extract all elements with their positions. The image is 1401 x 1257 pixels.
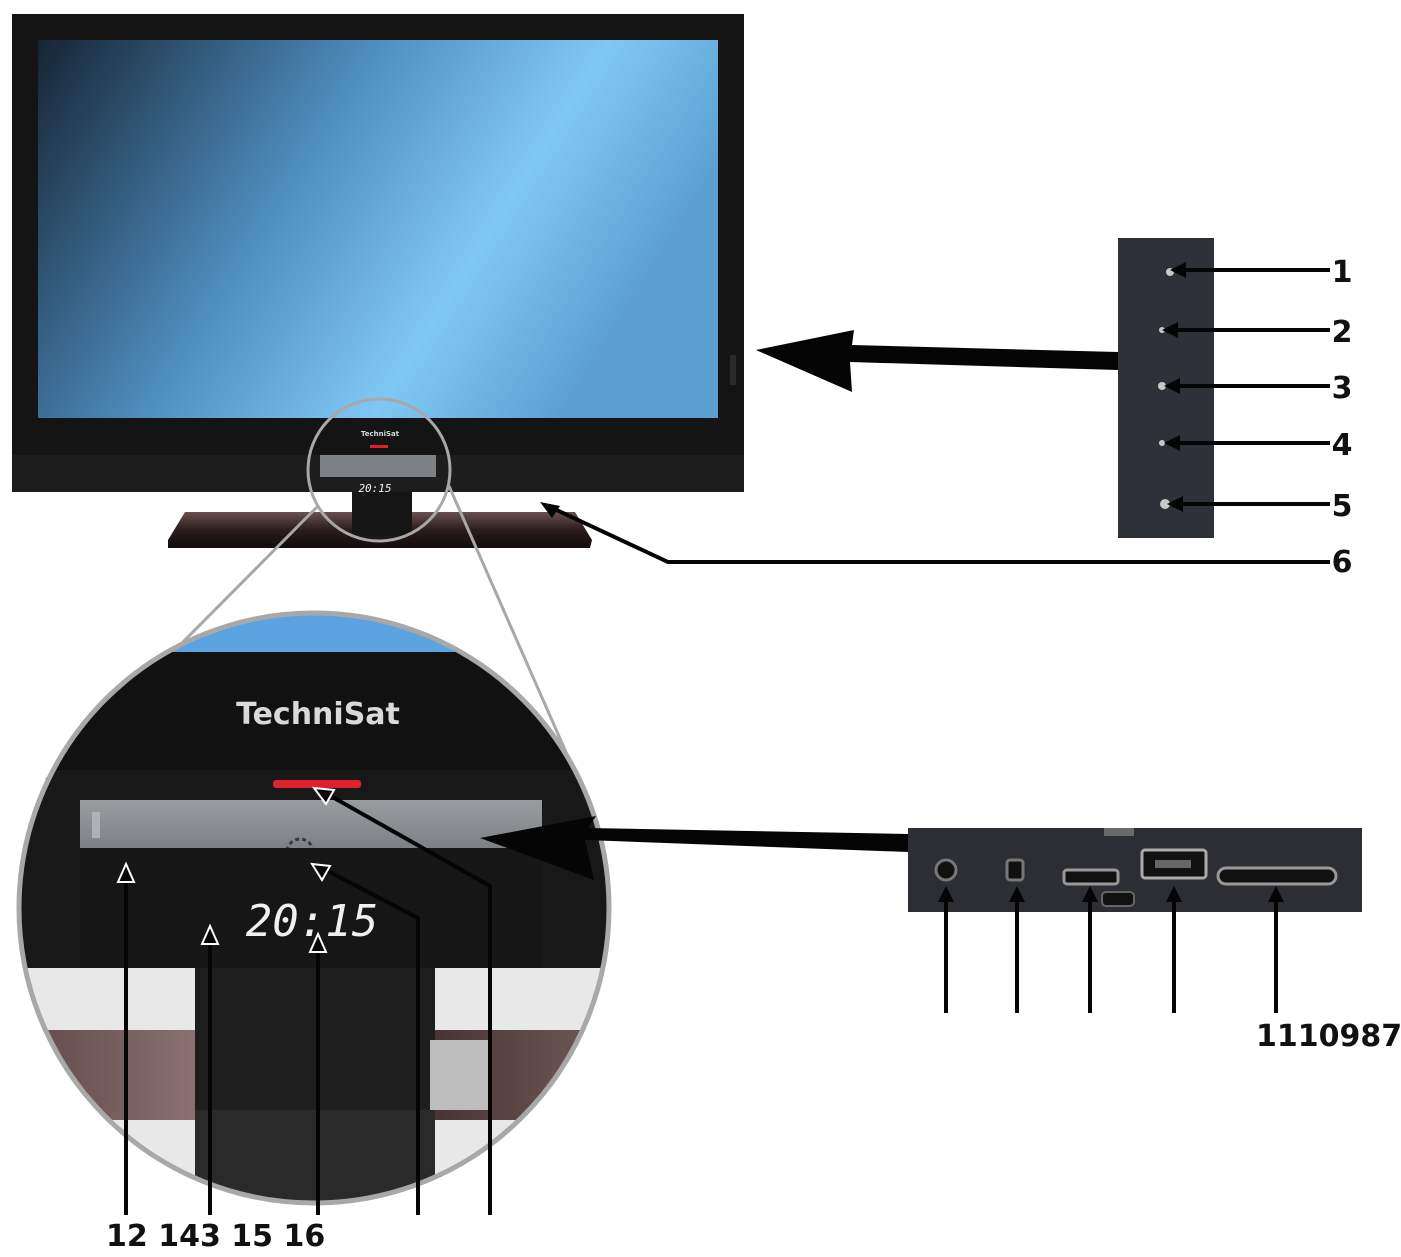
tv-screen bbox=[38, 40, 718, 418]
stand-neck bbox=[352, 488, 412, 536]
callout-2: 2 bbox=[1332, 315, 1353, 350]
zoom-clock: 20:15 bbox=[246, 896, 378, 947]
port-panel bbox=[908, 828, 1362, 912]
port-headphone bbox=[936, 860, 956, 880]
standby-led bbox=[273, 780, 361, 788]
small-brand: TechniSat bbox=[361, 430, 400, 438]
small-led bbox=[370, 445, 388, 448]
small-clock: 20:15 bbox=[358, 482, 391, 495]
small-front-strip bbox=[320, 455, 436, 477]
port-av bbox=[1007, 860, 1023, 880]
port-card-slot bbox=[1218, 868, 1336, 884]
side-button-hint bbox=[730, 355, 736, 385]
zoom-screen-edge bbox=[0, 600, 640, 652]
callout-5: 5 bbox=[1332, 489, 1353, 524]
big-arrow-side bbox=[756, 330, 1118, 392]
zoom-brand: TechniSat bbox=[236, 697, 400, 732]
callout-6: 6 bbox=[1332, 545, 1353, 580]
front-panel-strip bbox=[80, 800, 542, 848]
callout-port-row: 1110987 bbox=[1256, 1019, 1401, 1054]
callout-front-row: 12 143 15 16 bbox=[106, 1219, 325, 1254]
callout-4: 4 bbox=[1332, 428, 1353, 463]
port-hdmi bbox=[1064, 870, 1118, 884]
callout-3: 3 bbox=[1332, 371, 1353, 406]
callout-1: 1 bbox=[1332, 255, 1353, 290]
television: TechniSat 20:15 bbox=[12, 14, 744, 548]
